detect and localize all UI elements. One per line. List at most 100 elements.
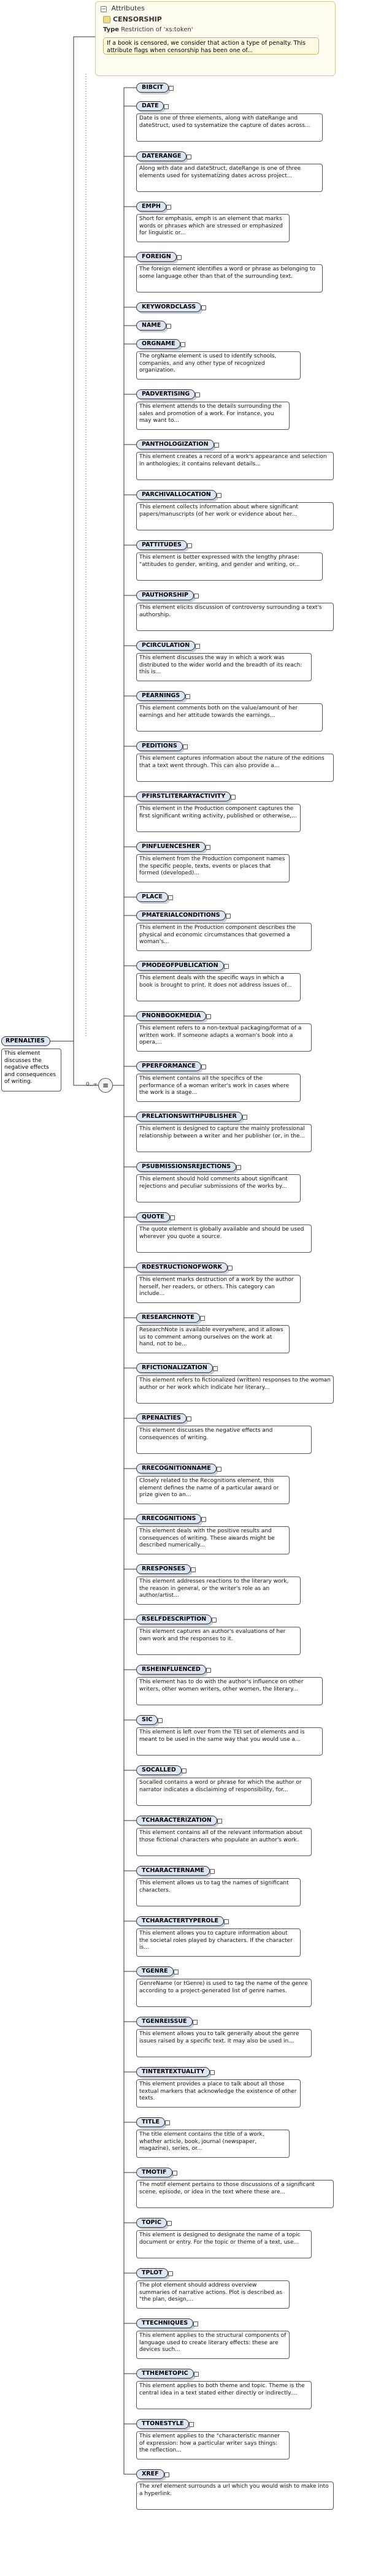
element-rselfdescription[interactable]: RSELFDESCRIPTION — [136, 1615, 217, 1624]
element-orgname[interactable]: ORGNAME — [136, 339, 186, 349]
element-pnonbookmedia[interactable]: PNONBOOKMEDIA — [136, 1011, 212, 1021]
element-date[interactable]: DATE — [136, 101, 170, 111]
element-tintertextuality[interactable]: TINTERTEXTUALITY — [136, 2067, 215, 2077]
element-rdestructionofwork[interactable]: RDESTRUCTIONOFWORK — [136, 1263, 233, 1272]
element-documentation: Along with date and dateStruct, dateRang… — [136, 164, 323, 192]
element-rrecognitionname[interactable]: RRECOGNITIONNAME — [136, 1464, 221, 1473]
element-tcharactertyperole[interactable]: TCHARACTERTYPEROLE — [136, 1916, 229, 1926]
element-pattitudes[interactable]: PATTITUDES — [136, 540, 192, 550]
element-documentation: This element allows us to tag the names … — [136, 1878, 301, 1906]
element-rrecognitions[interactable]: RRECOGNITIONS — [136, 1514, 207, 1524]
element-documentation: This element refers to a non-textual pac… — [136, 1023, 312, 1052]
element-documentation: The motif element pertains to those disc… — [136, 2180, 334, 2208]
element-documentation: This element comments both on the value/… — [136, 703, 323, 732]
element-documentation: This element is designed to designate th… — [136, 2230, 312, 2258]
element-ttonestyle[interactable]: TTONESTYLE — [136, 2419, 194, 2429]
element-documentation: This element from the Production compone… — [136, 854, 290, 882]
element-tgenreissue[interactable]: TGENREISSUE — [136, 2017, 198, 2027]
element-tcharacterization[interactable]: TCHARACTERIZATION — [136, 1816, 222, 1825]
element-keywordclass[interactable]: KEYWORDCLASS — [136, 302, 207, 312]
element-pcirculation[interactable]: PCIRCULATION — [136, 641, 201, 651]
element-xref[interactable]: XREF — [136, 2469, 169, 2479]
element-documentation: This element contains all of the relevan… — [136, 1828, 312, 1856]
element-rresponses[interactable]: RRESPONSES — [136, 1564, 196, 1574]
element-quote[interactable]: QUOTE — [136, 1212, 175, 1222]
element-bibcit[interactable]: BIBCIT — [136, 83, 174, 93]
element-documentation: ResearchNote is available everywhere, an… — [136, 1325, 290, 1353]
root-element-documentation: This element discusses the negative effe… — [1, 1049, 61, 1091]
element-tmotif[interactable]: TMOTIF — [136, 2168, 177, 2177]
element-researchnote[interactable]: RESEARCHNOTE — [136, 1313, 205, 1323]
element-emph[interactable]: EMPH — [136, 202, 171, 212]
element-place[interactable]: PLACE — [136, 892, 173, 902]
attribute-type: Type Restriction of 'xs:token' — [103, 26, 193, 33]
element-documentation: This element provides a place to talk ab… — [136, 2079, 301, 2108]
attribute-icon — [103, 16, 110, 23]
element-pinfluencesher[interactable]: PINFLUENCESHER — [136, 842, 210, 852]
element-name[interactable]: NAME — [136, 321, 172, 331]
element-documentation: This element addresses reactions to the … — [136, 1577, 301, 1605]
element-ttechniques[interactable]: TTECHNIQUES — [136, 2318, 199, 2328]
element-documentation: This element elicits discussion of contr… — [136, 603, 334, 631]
element-pfirstliteraryactivity[interactable]: PFIRSTLITERARYACTIVITY — [136, 792, 236, 801]
element-foreign[interactable]: FOREIGN — [136, 252, 182, 262]
element-peditions[interactable]: PEDITIONS — [136, 741, 188, 751]
attribute-censorship: CENSORSHIP Type Restriction of 'xs:token… — [103, 14, 328, 72]
attribute-name: CENSORSHIP — [103, 15, 162, 23]
element-documentation: This element discusses the way in which … — [136, 653, 312, 681]
element-pearnings[interactable]: PEARNINGS — [136, 691, 191, 701]
element-title[interactable]: TITLE — [136, 2117, 171, 2127]
element-documentation: This element applies to the "characteris… — [136, 2431, 290, 2459]
attributes-header[interactable]: − Attributes — [101, 4, 145, 12]
element-prelationswithpublisher[interactable]: PRELATIONSWITHPUBLISHER — [136, 1112, 247, 1122]
element-documentation: This element contains all the specifics … — [136, 1074, 301, 1102]
element-documentation: The plot element should address overview… — [136, 2280, 290, 2309]
element-tplot[interactable]: TPLOT — [136, 2268, 173, 2278]
element-documentation: This element attends to the details surr… — [136, 402, 290, 430]
element-documentation: This element in the Production component… — [136, 923, 312, 951]
element-panthologization[interactable]: PANTHOLOGIZATION — [136, 440, 219, 449]
element-tthemetopic[interactable]: TTHEMETOPIC — [136, 2369, 199, 2379]
element-documentation: The orgName element is used to identify … — [136, 351, 301, 380]
element-documentation: This element is better expressed with th… — [136, 552, 323, 581]
element-rfictionalization[interactable]: RFICTIONALIZATION — [136, 1363, 218, 1373]
element-documentation: GenreName (or tGenre) is used to tag the… — [136, 1979, 312, 2007]
element-pauthorship[interactable]: PAUTHORSHIP — [136, 590, 199, 600]
element-documentation: This element should hold comments about … — [136, 1174, 301, 1202]
element-socalled[interactable]: SOCALLED — [136, 1765, 187, 1775]
element-topic[interactable]: TOPIC — [136, 2218, 172, 2228]
element-sic[interactable]: SIC — [136, 1715, 163, 1725]
element-documentation: This element is left over from the TEI s… — [136, 1727, 323, 1756]
element-documentation: Short for emphasis, emph is an element t… — [136, 214, 290, 242]
element-documentation: This element discusses the negative effe… — [136, 1426, 312, 1454]
attribute-documentation: If a book is censored, we consider that … — [103, 37, 319, 55]
element-documentation: The foreign element identifies a word or… — [136, 264, 323, 292]
element-daterange[interactable]: DATERANGE — [136, 151, 192, 161]
element-pmaterialconditions[interactable]: PMATERIALCONDITIONS — [136, 911, 231, 920]
root-connector — [50, 36, 98, 1086]
element-documentation: This element has to do with the author's… — [136, 1677, 323, 1705]
element-padvertising[interactable]: PADVERTISING — [136, 389, 201, 399]
element-documentation: This element marks destruction of a work… — [136, 1275, 301, 1303]
element-documentation: This element captures an author's evalua… — [136, 1627, 301, 1655]
attribute-name-label: CENSORSHIP — [113, 15, 162, 23]
element-rpenalties[interactable]: RPENALTIES — [136, 1413, 191, 1423]
compositor-cardinality: 0..∞ — [86, 1082, 98, 1088]
element-documentation: The xref element surrounds a url which y… — [136, 2482, 334, 2510]
element-documentation: The quote element is globally available … — [136, 1225, 312, 1253]
element-documentation: Closely related to the Recognitions elem… — [136, 1476, 290, 1504]
root-element-box[interactable]: RPENALTIES — [1, 1036, 50, 1046]
element-rsheinfluenced[interactable]: RSHEINFLUENCED — [136, 1665, 211, 1675]
element-documentation: This element refers to fictionalized (wr… — [136, 1375, 334, 1404]
element-tgenre[interactable]: TGENRE — [136, 1966, 179, 1976]
element-pperformance[interactable]: PPERFORMANCE — [136, 1061, 206, 1071]
element-psubmissionsrejections[interactable]: PSUBMISSIONSREJECTIONS — [136, 1162, 242, 1172]
element-tcharactername[interactable]: TCHARACTERNAME — [136, 1866, 215, 1876]
element-documentation: This element allows you to talk generall… — [136, 2029, 312, 2057]
element-documentation: This element in the Production component… — [136, 804, 301, 832]
element-documentation: This element creates a record of a work'… — [136, 452, 334, 480]
element-parchivallocation[interactable]: PARCHIVALLOCATION — [136, 490, 221, 500]
element-pmodeofpublication[interactable]: PMODEOFPUBLICATION — [136, 961, 229, 971]
choice-compositor[interactable]: ≡ — [98, 1078, 113, 1093]
collapse-icon[interactable]: − — [101, 6, 107, 12]
